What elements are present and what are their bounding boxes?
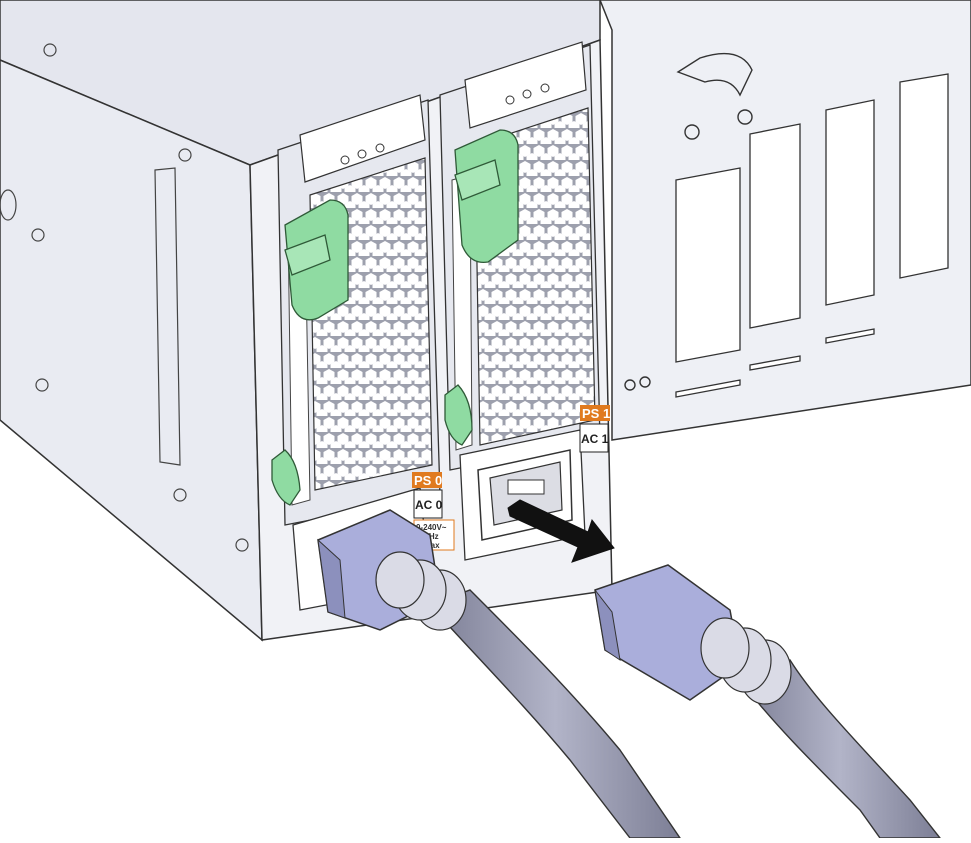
power-cord-1-plug — [594, 564, 792, 705]
psu1-handle-bar — [464, 41, 587, 129]
psu1-release-latch — [444, 384, 473, 446]
green-latches — [271, 129, 519, 506]
power-cord-0-plug — [317, 509, 467, 631]
label-ps0: PS 0 — [414, 473, 442, 488]
psu0-handle-bar — [299, 94, 426, 183]
label-ac0: AC 0 — [415, 498, 443, 512]
psu1-handle-latch — [454, 129, 519, 264]
psu0-release-latch — [271, 449, 301, 506]
label-ps1: PS 1 — [582, 406, 610, 421]
expansion-slots — [675, 73, 949, 398]
slot-latch — [624, 52, 753, 391]
rating-line1: 0-240V~ — [416, 523, 447, 532]
label-ac1: AC 1 — [581, 432, 609, 446]
chassis-side-details — [0, 43, 249, 552]
removal-arrow — [507, 499, 615, 563]
